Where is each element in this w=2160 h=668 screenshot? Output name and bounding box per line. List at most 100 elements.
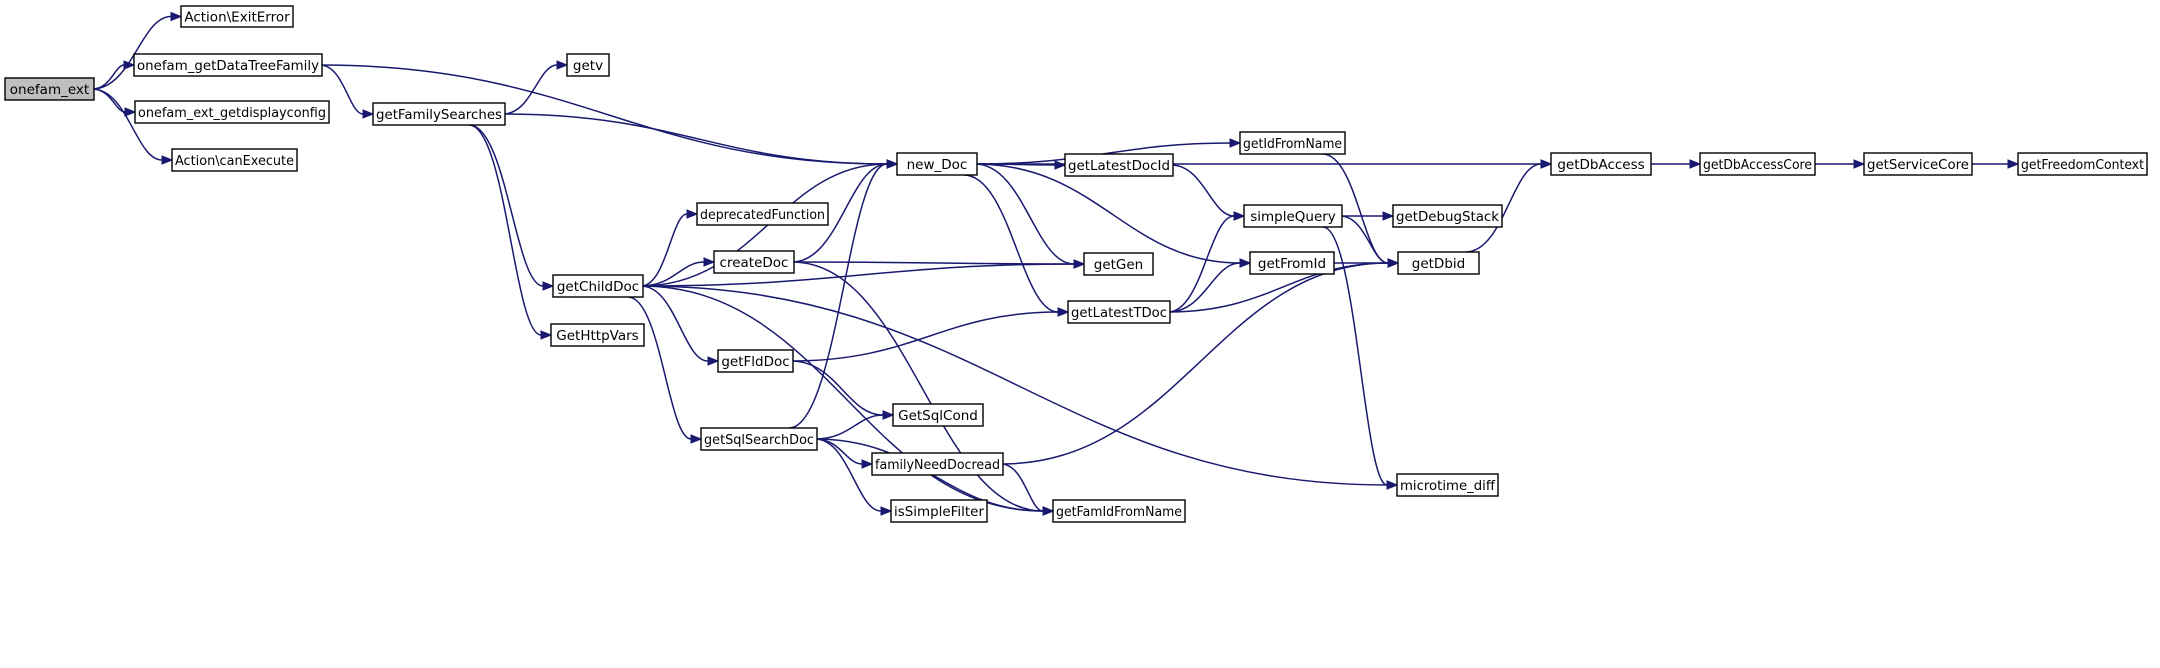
node-label: Action\canExecute: [175, 153, 294, 169]
node-getdbid[interactable]: getDbid: [1397, 251, 1480, 275]
arrowhead-icon: [1229, 138, 1242, 148]
node-box: [1397, 251, 1480, 275]
edge-getfromid-to-getdbid: [1332, 258, 1400, 268]
node-getflddoc[interactable]: getFldDoc: [717, 349, 794, 373]
node-microtime_diff[interactable]: microtime_diff: [1396, 473, 1499, 497]
arrowhead-icon: [123, 60, 136, 70]
node-label: getIdFromName: [1243, 136, 1342, 152]
edge-line: [640, 263, 1075, 287]
arrowhead-icon: [1386, 480, 1399, 490]
node-getchilddoc[interactable]: getChildDoc: [552, 274, 644, 298]
node-box: [896, 152, 978, 176]
node-label: getSqlSearchDoc: [704, 432, 814, 448]
node-box: [700, 427, 818, 451]
node-label: getDebugStack: [1396, 209, 1499, 225]
edge-line: [814, 438, 882, 512]
node-familyneeddocread[interactable]: familyNeedDocread: [871, 452, 1004, 476]
edge-line: [91, 88, 126, 113]
node-action_exiterror[interactable]: Action\ExitError: [180, 5, 294, 28]
arrowhead-icon: [703, 257, 716, 267]
node-box: [1396, 473, 1499, 497]
arrowhead-icon: [1057, 307, 1070, 317]
node-getfreedomcontext[interactable]: getFreedomContext: [2017, 152, 2148, 176]
node-box: [892, 403, 984, 427]
node-issimplefilter[interactable]: isSimpleFilter: [890, 499, 988, 523]
node-box: [717, 349, 794, 373]
node-label: GetSqlCond: [898, 408, 978, 424]
edge-onefam_ext-to-action_exiterror: [91, 11, 183, 90]
node-label: new_Doc: [907, 157, 968, 173]
edge-line: [502, 64, 558, 115]
node-label: isSimpleFilter: [894, 504, 984, 520]
edge-getdbid-to-getdbaccess: [1465, 159, 1553, 253]
edge-getflddoc-to-getsqlcond: [790, 360, 895, 420]
node-label: onefam_ext: [10, 82, 89, 98]
node-createdoc[interactable]: createDoc: [713, 250, 795, 274]
node-getfromid[interactable]: getFromId: [1249, 251, 1335, 275]
node-label: createDoc: [720, 255, 789, 271]
node-getdbaccess[interactable]: getDbAccess: [1550, 152, 1652, 176]
edge-line: [468, 124, 544, 287]
node-label: getDbAccessCore: [1703, 157, 1812, 173]
node-getgen[interactable]: getGen: [1083, 252, 1154, 276]
node-getlatestdocid[interactable]: getLatestDocId: [1064, 153, 1174, 177]
edge-line: [1167, 215, 1235, 313]
node-getfamidfromname[interactable]: getFamIdFromName: [1052, 499, 1186, 523]
edge-line: [640, 213, 688, 287]
node-label: getFamIdFromName: [1056, 504, 1182, 520]
node-getv[interactable]: getv: [566, 53, 610, 77]
edge-onefam_ext-to-onefam_getdatatreefamily: [91, 60, 136, 90]
node-deprecatedfunction[interactable]: deprecatedFunction: [696, 202, 829, 226]
node-getidfromname[interactable]: getIdFromName: [1239, 131, 1346, 155]
edge-getchilddoc-to-getflddoc: [640, 285, 720, 366]
node-getdebugstack[interactable]: getDebugStack: [1392, 204, 1503, 228]
edge-createdoc-to-getfamidfromname: [791, 261, 1055, 516]
edge-getchilddoc-to-getsqlsearchdoc: [627, 296, 703, 444]
arrowhead-icon: [1073, 259, 1086, 269]
edge-line: [1167, 262, 1241, 313]
arrowhead-icon: [124, 107, 137, 117]
edge-getlatestdocid-to-simplequery: [1170, 164, 1246, 221]
node-onefam_getdatatreefamily[interactable]: onefam_getDataTreeFamily: [133, 53, 323, 77]
node-box: [133, 53, 323, 77]
arrowhead-icon: [1233, 211, 1246, 221]
node-box: [171, 148, 298, 172]
edge-line: [791, 163, 888, 263]
edge-getlatesttdoc-to-simplequery: [1167, 211, 1246, 313]
edge-line: [791, 261, 1075, 265]
edge-line: [974, 163, 1075, 265]
node-new_doc[interactable]: new_Doc: [896, 152, 978, 176]
edge-line: [502, 113, 888, 165]
node-gethttpvars[interactable]: GetHttpVars: [550, 323, 645, 347]
edge-onefam_ext-to-action_canexecute: [91, 88, 174, 165]
node-label: familyNeedDocread: [875, 457, 1000, 473]
edge-getlatesttdoc-to-getfromid: [1167, 258, 1252, 313]
node-box: [1863, 152, 1973, 176]
arrowhead-icon: [707, 356, 720, 366]
node-getdbaccesscore[interactable]: getDbAccessCore: [1699, 152, 1816, 176]
edge-getsqlsearchdoc-to-new_doc: [788, 159, 899, 429]
arrowhead-icon: [540, 330, 553, 340]
node-label: onefam_ext_getdisplayconfig: [138, 105, 326, 121]
node-getlatesttdoc[interactable]: getLatestTDoc: [1067, 300, 1171, 324]
node-label: Action\ExitError: [184, 10, 290, 26]
edge-getsqlsearchdoc-to-issimplefilter: [814, 438, 893, 516]
edge-onefam_getdatatreefamily-to-getfamilysearches: [319, 64, 375, 119]
node-getservicecore[interactable]: getServiceCore: [1863, 152, 1973, 176]
edge-createdoc-to-getgen: [791, 259, 1086, 269]
edge-getchilddoc-to-deprecatedfunction: [640, 209, 699, 287]
edge-getfamilysearches-to-getv: [502, 60, 569, 115]
node-label: microtime_diff: [1400, 478, 1496, 494]
node-label: getChildDoc: [557, 279, 639, 295]
node-onefam_ext_getdisplayconfig[interactable]: onefam_ext_getdisplayconfig: [134, 100, 330, 124]
node-getsqlcond[interactable]: GetSqlCond: [892, 403, 984, 427]
node-getfamilysearches[interactable]: getFamilySearches: [372, 102, 506, 126]
node-simplequery[interactable]: simpleQuery: [1243, 204, 1343, 228]
node-box: [552, 274, 644, 298]
node-action_canexecute[interactable]: Action\canExecute: [171, 148, 298, 172]
node-onefam_ext[interactable]: onefam_ext: [4, 77, 95, 101]
edge-line: [790, 360, 884, 416]
node-box: [1699, 152, 1816, 176]
node-getsqlsearchdoc[interactable]: getSqlSearchDoc: [700, 427, 818, 451]
edge-line: [91, 15, 172, 90]
